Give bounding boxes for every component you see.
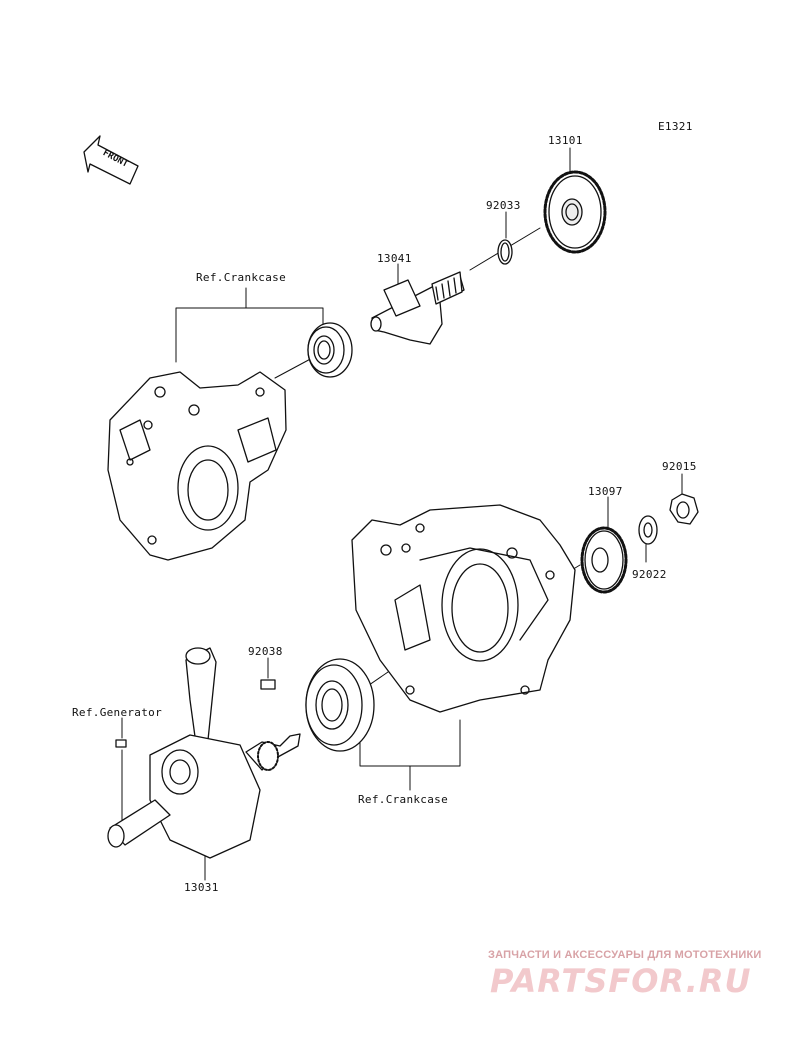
watermark-subtitle: ЗАПЧАСТИ И АКСЕССУАРЫ ДЛЯ МОТОТЕХНИКИ	[488, 949, 762, 961]
key-92038	[260, 679, 276, 690]
key-generator	[115, 739, 127, 748]
ref-label-crankcase-bottom[interactable]: Ref.Crankcase	[358, 793, 448, 806]
crankshaft-13031	[107, 647, 301, 859]
part-label-13041[interactable]: 13041	[377, 252, 412, 265]
part-label-92022[interactable]: 92022	[632, 568, 667, 581]
crankcase-upper	[107, 371, 287, 561]
crankcase-lower	[351, 504, 576, 713]
front-arrow-icon: FRONT	[83, 135, 139, 185]
watermark-brand: PARTSFOR.RU	[490, 962, 752, 1000]
circlip-92033	[497, 239, 513, 265]
part-label-92033[interactable]: 92033	[486, 199, 521, 212]
ref-label-crankcase-top[interactable]: Ref.Crankcase	[196, 271, 286, 284]
gear-13101	[543, 170, 607, 254]
diagram-code: E1321	[658, 120, 693, 133]
part-label-92038[interactable]: 92038	[248, 645, 283, 658]
part-label-13101[interactable]: 13101	[548, 134, 583, 147]
bearing-top	[307, 322, 353, 378]
washer-92022	[638, 515, 658, 545]
gear-13097	[580, 526, 628, 594]
ref-label-generator[interactable]: Ref.Generator	[72, 706, 162, 719]
part-label-13031[interactable]: 13031	[184, 881, 219, 894]
part-label-92015[interactable]: 92015	[662, 460, 697, 473]
nut-92015	[669, 493, 699, 525]
shaft-13041	[370, 271, 465, 345]
part-label-13097[interactable]: 13097	[588, 485, 623, 498]
bearing-bottom	[305, 658, 375, 752]
